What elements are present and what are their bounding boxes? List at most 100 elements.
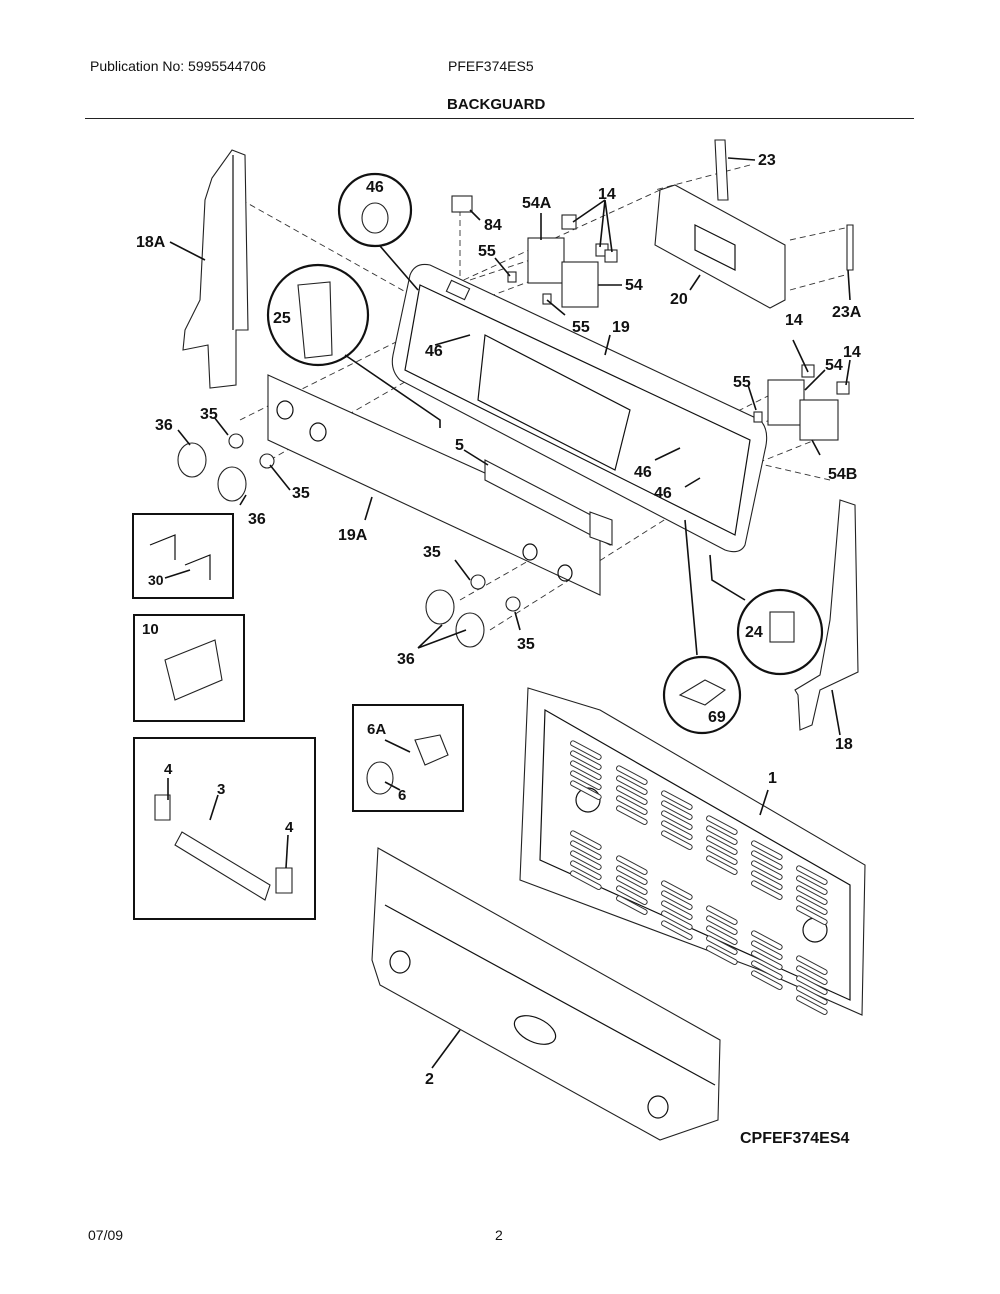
louver-slot xyxy=(706,905,738,925)
louver-slot xyxy=(570,780,602,800)
louver-slot xyxy=(751,860,783,880)
callout-36: 36 xyxy=(155,417,173,434)
louver-slot xyxy=(751,930,783,950)
callout-23A: 23A xyxy=(832,304,862,321)
louver-slot xyxy=(570,850,602,870)
model-number: PFEF374ES5 xyxy=(448,58,534,74)
louver-slot xyxy=(751,840,783,860)
page-number: 2 xyxy=(495,1227,503,1243)
louver-slot xyxy=(751,850,783,870)
louver-slot xyxy=(751,870,783,890)
inset-box-6A xyxy=(352,704,464,812)
louver-slot xyxy=(661,810,693,830)
louver-slot xyxy=(796,885,828,905)
louver-slot xyxy=(661,830,693,850)
electronic-control-20 xyxy=(654,184,786,309)
callout-18A: 18A xyxy=(136,234,166,251)
rear-panel-1 xyxy=(519,687,866,1016)
louver-slot xyxy=(570,870,602,890)
bracket-23A xyxy=(846,224,854,271)
louver-slot xyxy=(616,795,648,815)
callout-46: 46 xyxy=(634,464,652,481)
callout-54B: 54B xyxy=(828,466,858,483)
callout-84: 84 xyxy=(484,217,502,234)
callout-14: 14 xyxy=(843,344,861,361)
callout-25: 25 xyxy=(273,310,291,327)
callout-69: 69 xyxy=(708,709,726,726)
louver-slot xyxy=(661,880,693,900)
louver-slot xyxy=(706,845,738,865)
louver-slot xyxy=(616,855,648,875)
louver-slot xyxy=(661,790,693,810)
callout-23: 23 xyxy=(758,152,776,169)
louver-slot xyxy=(661,900,693,920)
louver-slot xyxy=(616,875,648,895)
callout-20: 20 xyxy=(670,291,688,308)
callout-4: 4 xyxy=(164,761,173,778)
callout-35: 35 xyxy=(423,544,441,561)
rear-panel-louvers xyxy=(570,740,828,1015)
louver-slot xyxy=(706,855,738,875)
louver-slot xyxy=(616,765,648,785)
louver-slot xyxy=(661,820,693,840)
callout-46: 46 xyxy=(366,179,384,196)
louver-slot xyxy=(796,995,828,1015)
callout-30: 30 xyxy=(148,572,164,588)
louver-slot xyxy=(751,880,783,900)
publication-number: Publication No: 5995544706 xyxy=(90,58,266,74)
callout-14: 14 xyxy=(598,186,616,203)
louver-slot xyxy=(706,935,738,955)
louver-slot xyxy=(661,910,693,930)
callout-10: 10 xyxy=(142,621,159,638)
louver-slot xyxy=(706,815,738,835)
louver-slot xyxy=(796,875,828,895)
callout-leader-lines xyxy=(164,157,851,1069)
infinite-switches xyxy=(451,195,850,441)
louver-slot xyxy=(751,950,783,970)
callout-36: 36 xyxy=(248,511,266,528)
louver-slot xyxy=(796,965,828,985)
louver-slot xyxy=(706,835,738,855)
callout-54: 54 xyxy=(825,357,843,374)
louver-slot xyxy=(570,760,602,780)
louver-slot xyxy=(616,775,648,795)
callout-14: 14 xyxy=(785,312,803,329)
control-panel-19 xyxy=(391,263,768,553)
section-title: BACKGUARD xyxy=(447,96,546,113)
louver-slot xyxy=(616,785,648,805)
louver-slot xyxy=(661,890,693,910)
louver-slot xyxy=(616,805,648,825)
louver-slot xyxy=(796,985,828,1005)
inset-box-30 xyxy=(132,513,234,599)
side-bracket-right-18 xyxy=(794,499,859,731)
louver-slot xyxy=(570,770,602,790)
louver-slot xyxy=(796,975,828,995)
louver-slot xyxy=(570,860,602,880)
callout-55: 55 xyxy=(478,243,496,260)
louver-slot xyxy=(570,830,602,850)
callout-18: 18 xyxy=(835,736,853,753)
callout-54A: 54A xyxy=(522,195,552,212)
callout-46: 46 xyxy=(425,343,443,360)
diagram-code: CPFEF374ES4 xyxy=(740,1130,850,1147)
louver-slot xyxy=(706,945,738,965)
callout-19A: 19A xyxy=(338,527,368,544)
louver-slot xyxy=(661,920,693,940)
knobs-and-bezels xyxy=(177,433,521,648)
louver-slot xyxy=(616,865,648,885)
louver-slot xyxy=(661,800,693,820)
callout-5: 5 xyxy=(455,437,464,454)
louver-slot xyxy=(570,740,602,760)
louver-slot xyxy=(706,915,738,935)
louver-slot xyxy=(706,925,738,945)
callout-36: 36 xyxy=(397,651,415,668)
louver-slot xyxy=(616,885,648,905)
callout-4: 4 xyxy=(285,819,294,836)
header-divider xyxy=(85,118,914,119)
callout-1: 1 xyxy=(768,770,777,787)
trim-bracket-5 xyxy=(484,459,613,546)
callout-6: 6 xyxy=(398,787,407,804)
callout-35: 35 xyxy=(517,636,535,653)
footer-date: 07/09 xyxy=(88,1227,124,1243)
louver-slot xyxy=(751,940,783,960)
